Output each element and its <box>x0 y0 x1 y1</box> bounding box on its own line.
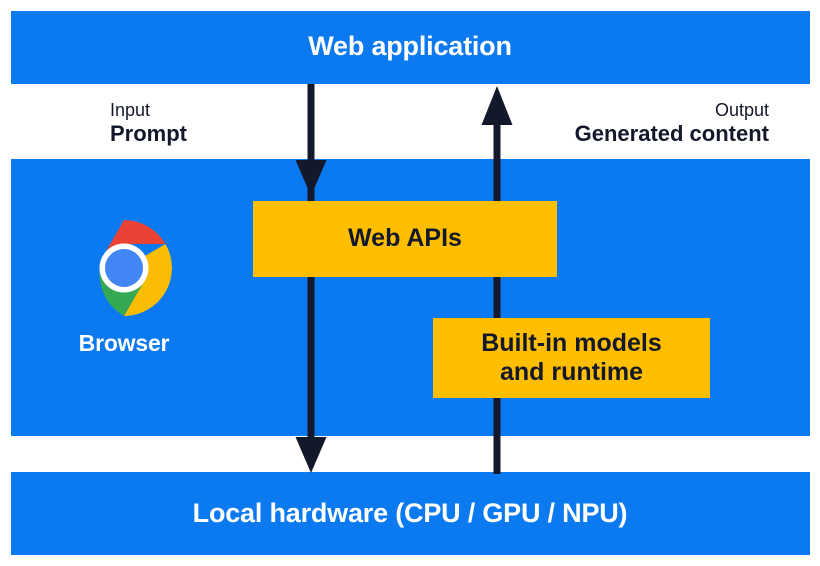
chrome-logo-icon <box>99 220 172 316</box>
box-built-in-models-line1: Built-in models <box>481 328 662 357</box>
local-hardware-label: Local hardware (CPU / GPU / NPU) <box>192 498 628 528</box>
browser-group: Browser <box>62 218 186 357</box>
input-flow-label: Input Prompt <box>110 100 187 147</box>
box-web-apis-label: Web APIs <box>348 224 462 253</box>
arrow-up-icon <box>481 86 513 474</box>
box-built-in-models-line2: and runtime <box>499 358 644 386</box>
input-kicker: Input <box>110 100 151 120</box>
box-web-apis[interactable]: Web APIs <box>253 201 557 277</box>
output-value: Generated content <box>574 121 769 147</box>
input-value: Prompt <box>110 121 187 147</box>
output-kicker: Output <box>714 100 769 120</box>
band-web-application <box>11 11 810 84</box>
output-flow-label: Output Generated content <box>575 100 769 147</box>
box-built-in-models-label: Built-in models and runtime <box>481 329 662 388</box>
browser-label: Browser <box>78 330 170 356</box>
band-local-hardware <box>11 472 810 555</box>
box-built-in-models[interactable]: Built-in models and runtime <box>433 318 710 398</box>
web-application-label: Web application <box>308 31 512 61</box>
arrow-down-icon <box>295 84 327 473</box>
